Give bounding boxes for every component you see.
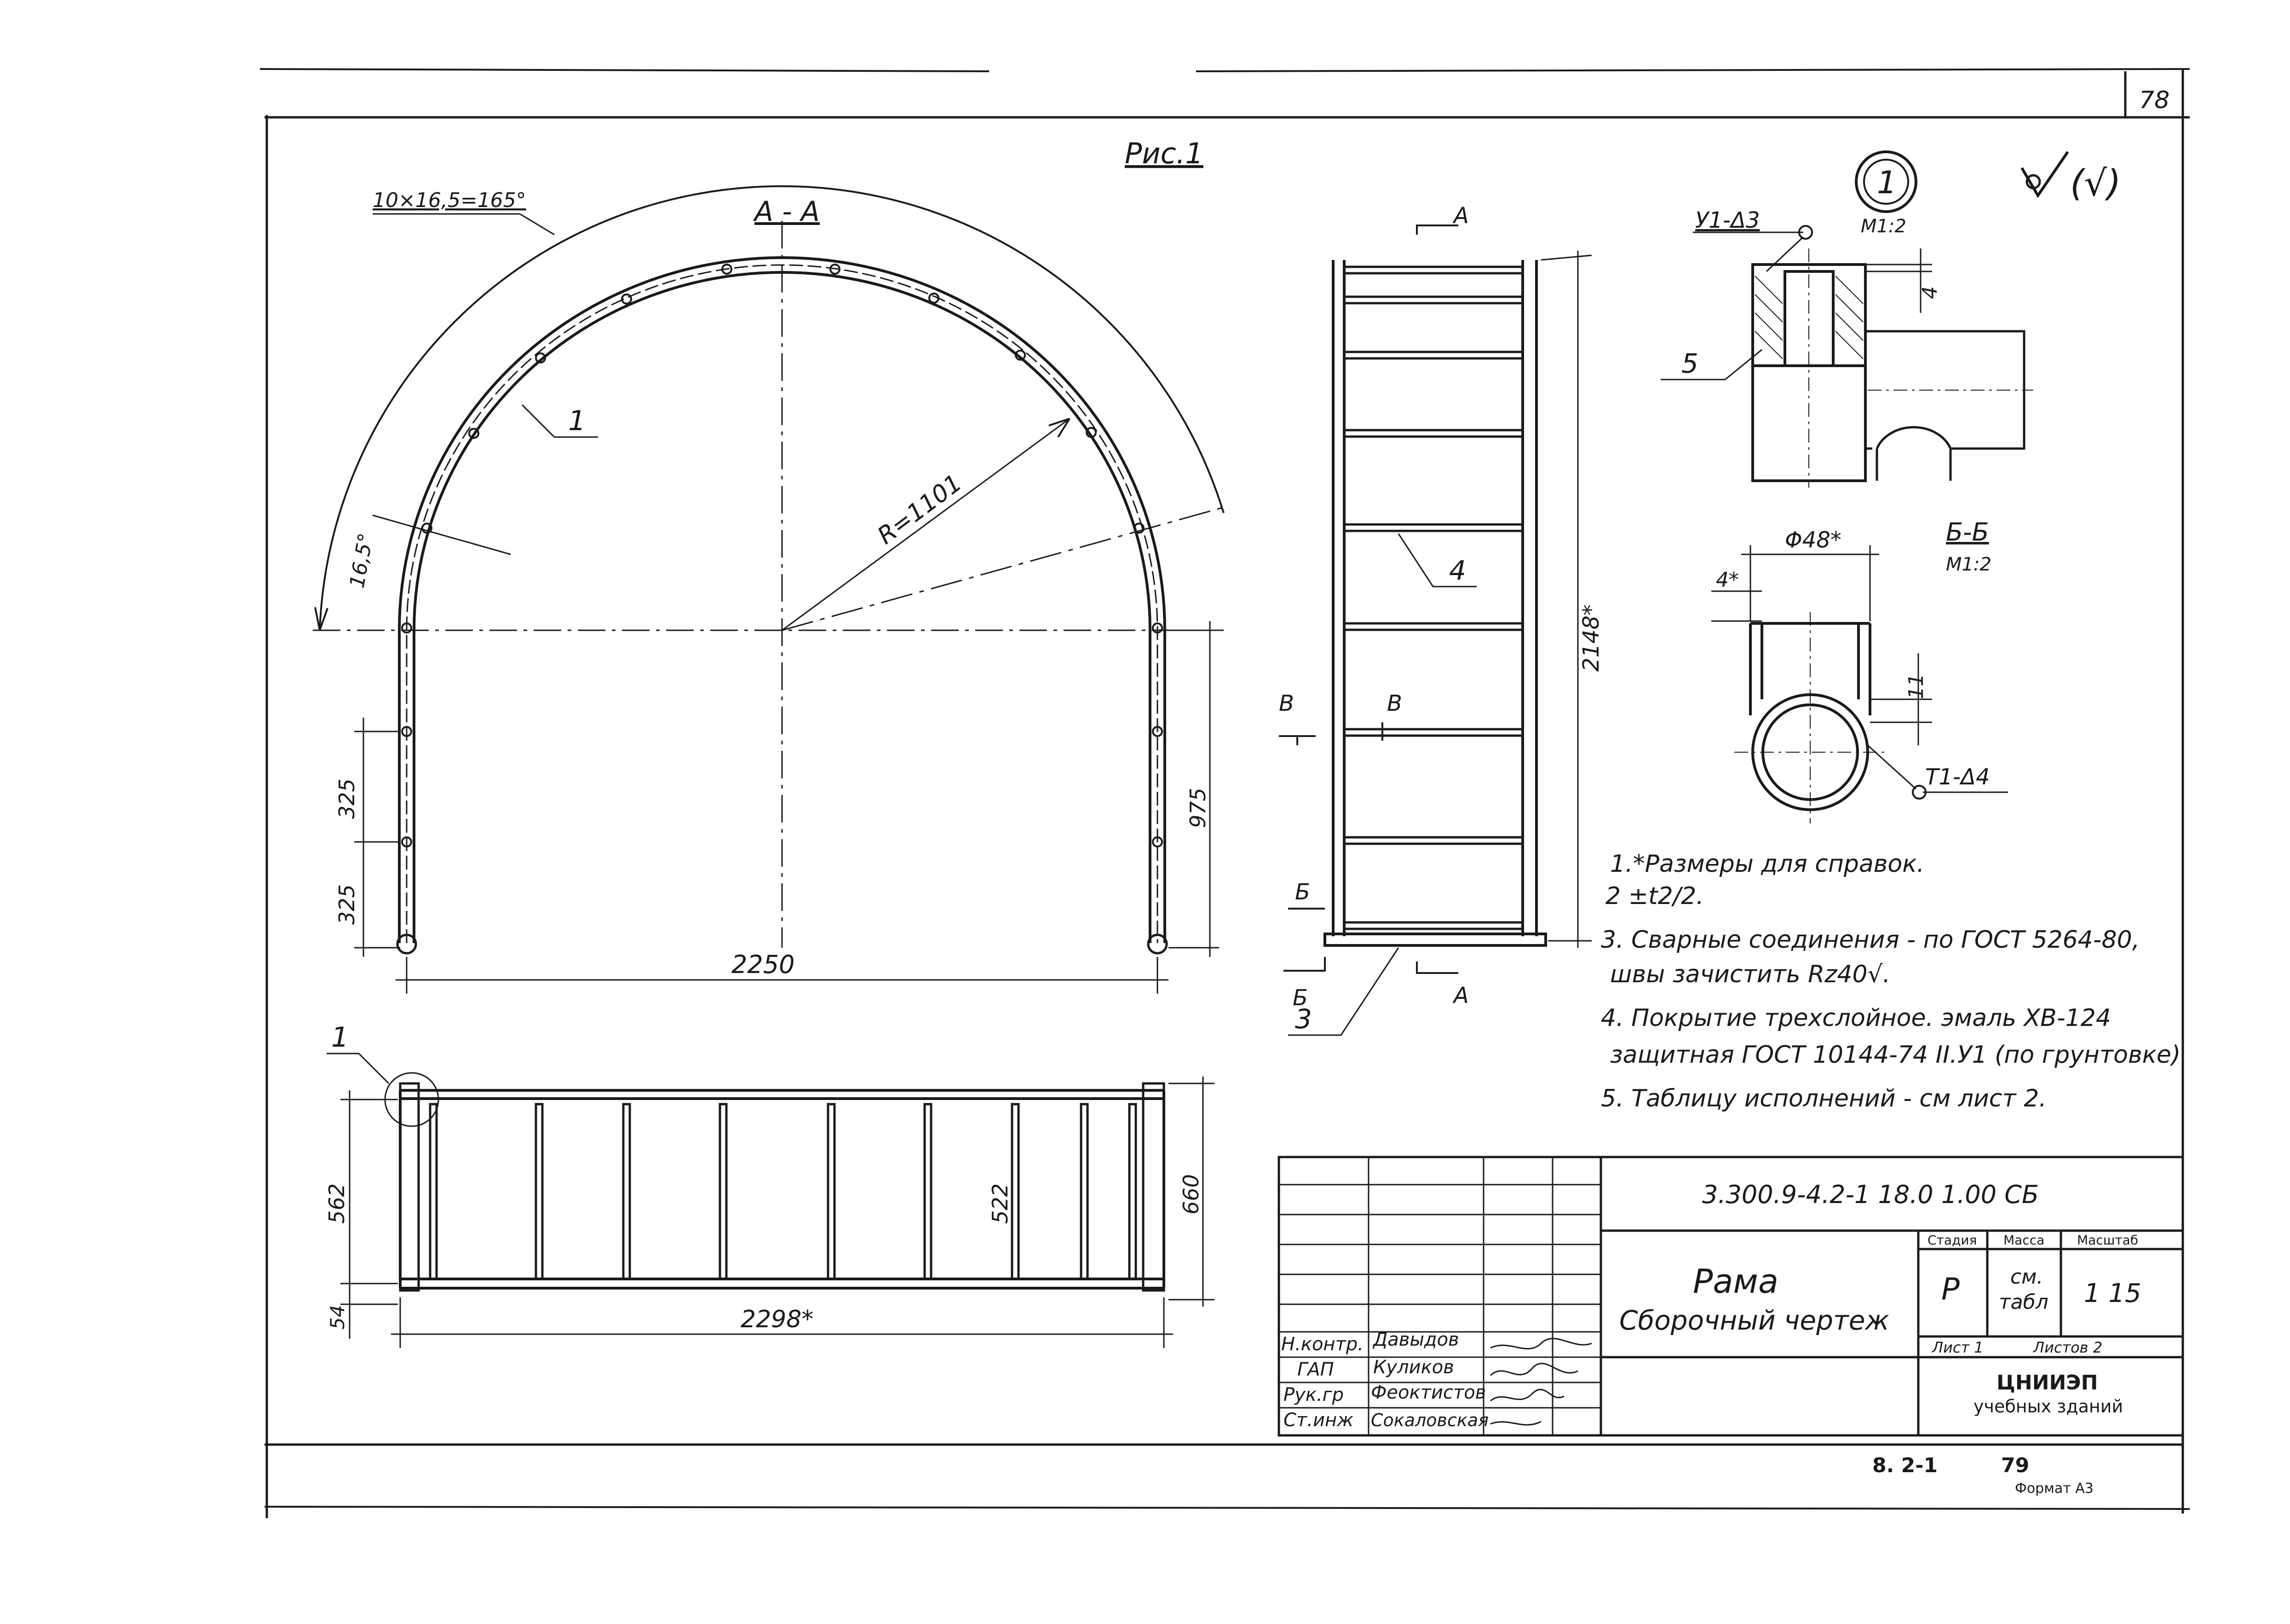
detail-1-weld: У1-Δ3 <box>1695 207 1760 233</box>
mass-header: Масса <box>2003 1232 2044 1248</box>
dim-975: 975 <box>1185 788 1210 828</box>
section-bb-dim-4: 4* <box>1716 568 1739 592</box>
mass-value-1: см. <box>2010 1265 2043 1289</box>
dim-2250: 2250 <box>731 950 794 979</box>
dim-2298: 2298* <box>741 1306 813 1333</box>
dim-522: 522 <box>988 1183 1013 1224</box>
note-4: 4. Покрытие трехслойное. эмаль ХВ-124 <box>1601 1004 2111 1032</box>
detail-1-number: 1 <box>1877 165 1897 201</box>
roughness-symbol: (√) <box>2020 151 2121 204</box>
dim-562: 562 <box>324 1183 349 1224</box>
note-4b: защитная ГОСТ 10144-74 ІІ.У1 (по грунтов… <box>1610 1041 2181 1069</box>
note-1: 1.*Размеры для справок. <box>1610 850 1924 878</box>
section-a-top: А <box>1452 203 1469 229</box>
angle-dimension-arc <box>319 185 1225 631</box>
sig-name-4: Сокаловская <box>1371 1410 1489 1430</box>
org-line-1: ЦНИИЭП <box>1997 1371 2098 1394</box>
plan-callout-label: 1 <box>331 1021 349 1054</box>
sheet-label: Лист 1 <box>1932 1339 1984 1356</box>
figure-label: Рис.1 <box>1125 137 1203 170</box>
sig-name-3: Феоктистов <box>1371 1382 1486 1403</box>
section-bb-dim-11: 11 <box>1904 674 1928 699</box>
section-b-right: В <box>1387 691 1402 716</box>
angle-step-label: 16,5° <box>345 531 378 590</box>
side-rungs <box>1343 265 1524 930</box>
mass-value-2: табл <box>1999 1290 2048 1314</box>
section-bb-diameter: Φ48* <box>1785 527 1841 553</box>
sig-role-3: Рук.гр <box>1283 1384 1344 1405</box>
scale-header: Масштаб <box>2077 1232 2138 1248</box>
bottom-page: 79 <box>2001 1454 2029 1477</box>
dim-54: 54 <box>326 1305 349 1330</box>
part-4-label: 4 <box>1449 555 1466 586</box>
arch-pipe-outer <box>398 256 1166 943</box>
section-bb-title: Б-Б <box>1946 518 1989 547</box>
note-2: 2 ±t2/2. <box>1605 882 1704 910</box>
dim-2148: 2148* <box>1578 605 1604 672</box>
angle-total-label: 10×16,5=165° <box>373 189 526 212</box>
section-bsh-lower: Б <box>1293 985 1308 1011</box>
sheet-frame <box>259 68 2190 1518</box>
detail-1: 1 М1:2 У1-Δ3 <box>1661 150 2033 488</box>
sig-role-2: ГАП <box>1297 1359 1334 1380</box>
stage-value: Р <box>1941 1272 1960 1307</box>
format-label: Формат А3 <box>2015 1480 2094 1497</box>
section-a-bottom: А <box>1452 983 1469 1008</box>
note-3: 3. Сварные соединения - по ГОСТ 5264-80, <box>1601 926 2140 954</box>
dim-325-upper: 325 <box>334 778 359 819</box>
part-1-label: 1 <box>568 405 586 437</box>
sheets-label: Листов 2 <box>2033 1339 2102 1356</box>
arch-view: А - А 10×16,5=165° 16,5° <box>313 185 1229 994</box>
note-3b: швы зачистить Rz40√. <box>1610 961 1890 988</box>
title-sub: Сборочный чертеж <box>1619 1305 1889 1336</box>
sig-name-2: Куликов <box>1373 1357 1454 1378</box>
detail-1-dim-4: 4 <box>1918 286 1942 299</box>
bottom-ref: 8. 2-1 <box>1872 1454 1938 1477</box>
section-b-left: В <box>1279 691 1294 716</box>
plan-rungs <box>429 1103 1137 1280</box>
dim-325-lower: 325 <box>334 884 359 925</box>
title-main: Рама <box>1693 1262 1778 1301</box>
note-5: 5. Таблицу исполнений - см лист 2. <box>1601 1085 2047 1112</box>
doc-code: 3.300.9-4.2-1 18.0 1.00 СБ <box>1702 1180 2039 1209</box>
section-bb-weld: Т1-Δ4 <box>1925 764 1990 790</box>
plan-view: 1 562 <box>324 1021 1214 1348</box>
org-line-2: учебных зданий <box>1974 1396 2123 1417</box>
radius-line <box>782 418 1070 631</box>
arch-holes <box>401 264 1163 847</box>
section-bb: Б-Б М1:2 Φ48* 4* <box>1711 518 2008 824</box>
page-number: 78 <box>2139 86 2169 114</box>
notes: 1.*Размеры для справок. 2 ±t2/2. 3. Свар… <box>1601 850 2181 1112</box>
section-aa-label: А - А <box>753 196 820 228</box>
section-bb-scale: М1:2 <box>1946 554 1991 575</box>
arch-pipe-inner <box>413 271 1151 943</box>
signature-scribbles <box>1490 1338 1592 1426</box>
title-block: 3.300.9-4.2-1 18.0 1.00 СБ Рама Сборочны… <box>1277 1156 2184 1437</box>
section-bsh-upper: Б <box>1295 879 1310 905</box>
stage-header: Стадия <box>1928 1232 1977 1248</box>
detail-1-part-5: 5 <box>1681 348 1698 379</box>
detail-1-scale: М1:2 <box>1861 216 1906 237</box>
sig-role-1: Н.контр. <box>1281 1334 1364 1355</box>
side-view: А 4 2148* <box>1279 203 1604 1036</box>
scale-value: 1 15 <box>2084 1278 2141 1308</box>
sig-name-1: Давыдов <box>1372 1329 1459 1350</box>
part-3-label: 3 <box>1295 1003 1312 1035</box>
radius-label: R=1101 <box>873 469 967 550</box>
sig-role-4: Ст.инж <box>1283 1410 1353 1431</box>
dim-660: 660 <box>1179 1174 1203 1215</box>
roughness-text: (√) <box>2070 163 2121 204</box>
